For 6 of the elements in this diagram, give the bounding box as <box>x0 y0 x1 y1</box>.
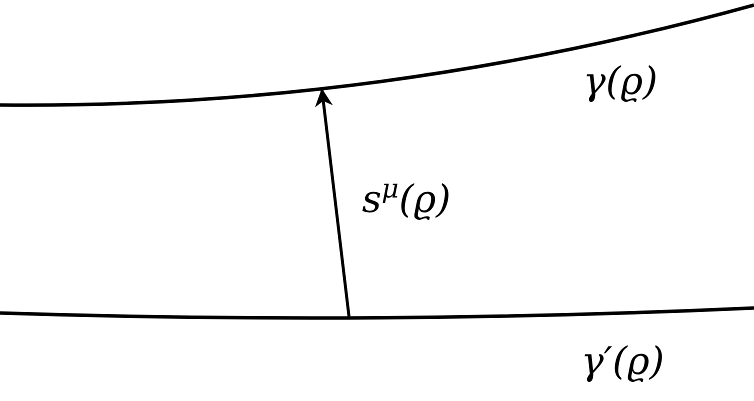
arrow <box>314 88 350 317</box>
edge-label: s$^{μ}$(ϱ) <box>362 180 451 218</box>
curve-line <box>0 3 754 107</box>
curve-line <box>0 306 754 320</box>
curve-label: γ′(ϱ) <box>581 342 664 380</box>
curve-label: γ(ϱ) <box>583 62 658 100</box>
